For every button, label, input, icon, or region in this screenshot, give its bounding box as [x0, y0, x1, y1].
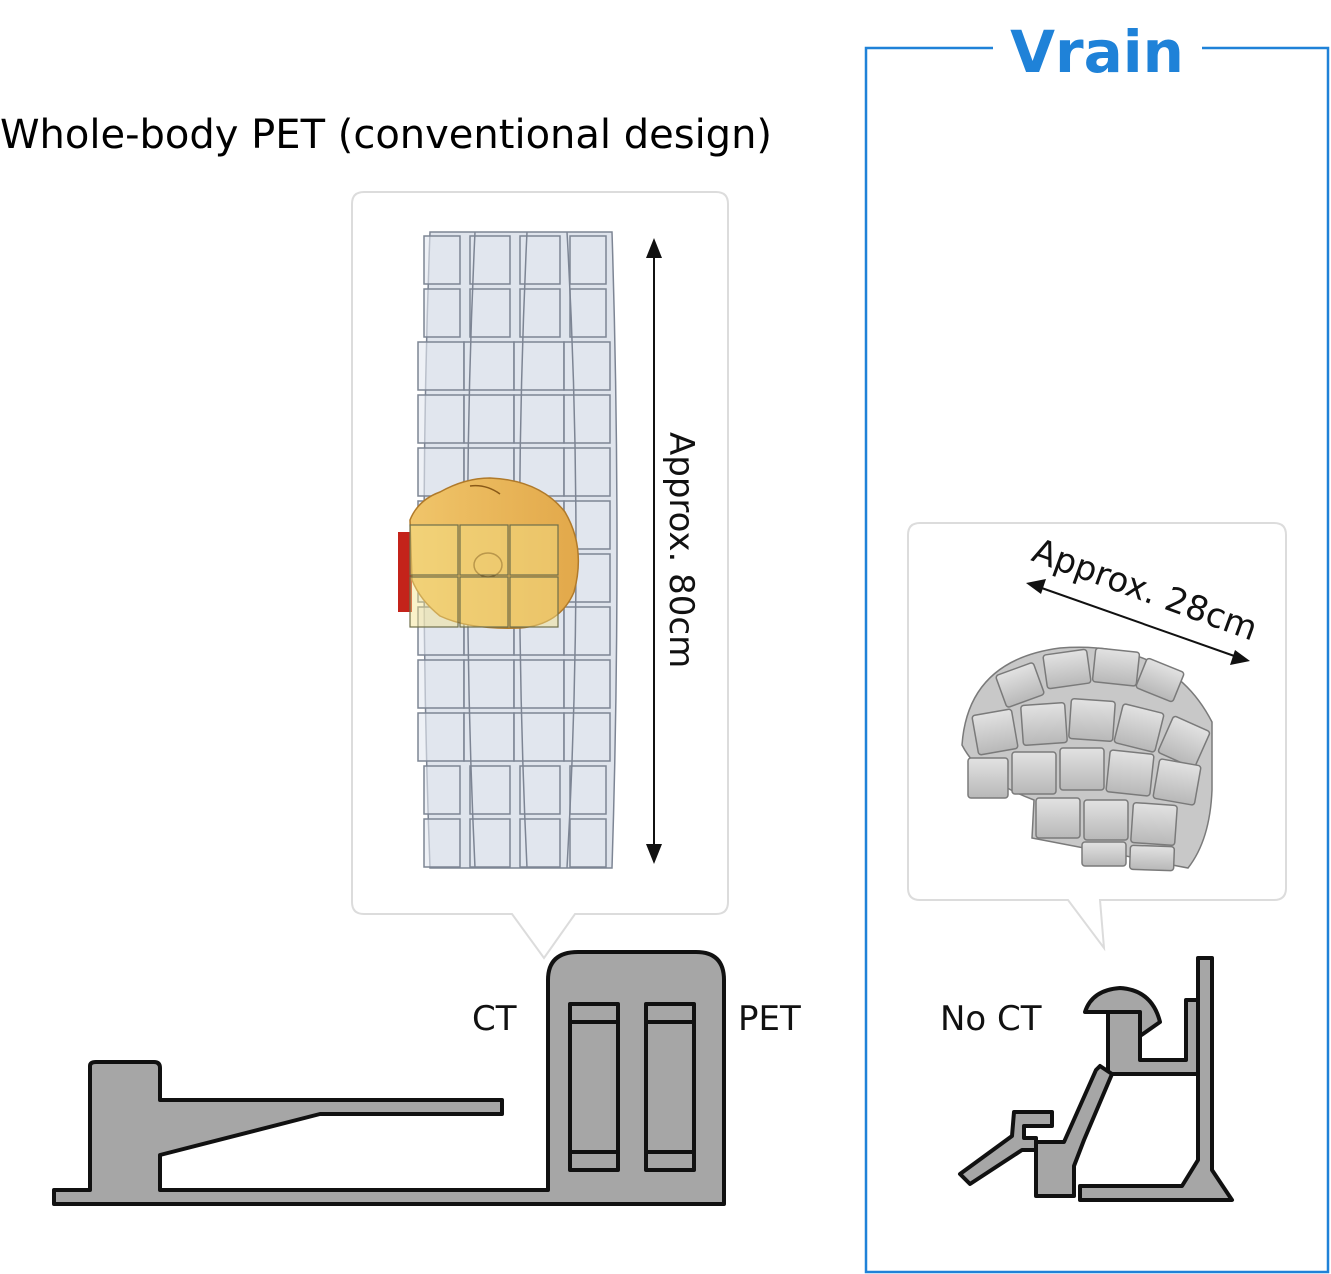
helmet-block: [1157, 715, 1211, 769]
dimension-arrow-28cm: [1026, 579, 1250, 665]
detector-block: [423, 235, 461, 285]
helmet-block: [1113, 703, 1165, 753]
detector-block: [417, 341, 465, 391]
detector-block: [513, 394, 565, 444]
helmet-block: [1081, 841, 1127, 867]
detector-block: [519, 288, 561, 338]
detector-block: [423, 288, 461, 338]
detector-block: [513, 659, 565, 709]
helmet-block: [1130, 801, 1178, 847]
helmet-block: [1011, 751, 1057, 795]
helmet-block: [1128, 844, 1176, 872]
no-ct-label: No CT: [940, 999, 1042, 1039]
helmet-block: [1068, 697, 1116, 743]
helmet-block: [1042, 648, 1092, 690]
detector-block: [519, 765, 561, 815]
detector-block: [463, 394, 515, 444]
detector-block: [469, 765, 511, 815]
detector-block: [463, 659, 515, 709]
helmet-block: [1091, 647, 1141, 687]
detector-block: [463, 712, 515, 762]
whole-body-pet-scanner: [52, 950, 726, 1206]
patient-head: [398, 477, 580, 629]
helmet-block: [1083, 799, 1129, 841]
helmet-block: [971, 708, 1019, 756]
helmet-block: [1020, 701, 1068, 747]
detector-block: [463, 341, 515, 391]
detector-block: [423, 765, 461, 815]
helmet-block: [1105, 749, 1155, 797]
detector-block: [519, 235, 561, 285]
helmet-block: [1035, 797, 1081, 839]
detector-block: [469, 818, 511, 868]
detector-block: [423, 818, 461, 868]
detector-block: [417, 659, 465, 709]
detector-block: [569, 288, 607, 338]
helmet-block: [967, 757, 1009, 799]
left-title: Whole-body PET (conventional design): [0, 112, 772, 158]
ct-label: CT: [472, 999, 517, 1039]
detector-block: [469, 235, 511, 285]
detector-block: [417, 394, 465, 444]
detector-block: [569, 235, 607, 285]
dimension-arrow-80cm: [646, 238, 662, 864]
detector-block: [563, 659, 611, 709]
pet-label: PET: [738, 999, 801, 1039]
detector-block: [563, 394, 611, 444]
vrain-scanner: [958, 956, 1234, 1202]
detector-block: [563, 341, 611, 391]
helmet-block: [1135, 657, 1185, 703]
detector-block: [469, 288, 511, 338]
helmet-block: [995, 662, 1045, 708]
vrain-frame: [864, 46, 1330, 1274]
detector-block: [417, 712, 465, 762]
detector-block: [563, 606, 611, 656]
detector-block: [569, 818, 607, 868]
detector-block: [563, 712, 611, 762]
vrain-title: Vrain: [1010, 18, 1184, 86]
vrain-helmet-detector: [961, 646, 1213, 872]
detector-block: [563, 447, 611, 497]
helmet-block: [1152, 758, 1202, 806]
detector-block: [569, 765, 607, 815]
helmet-block: [1059, 747, 1105, 791]
dimension-label-80cm: Approx. 80cm: [661, 432, 701, 668]
